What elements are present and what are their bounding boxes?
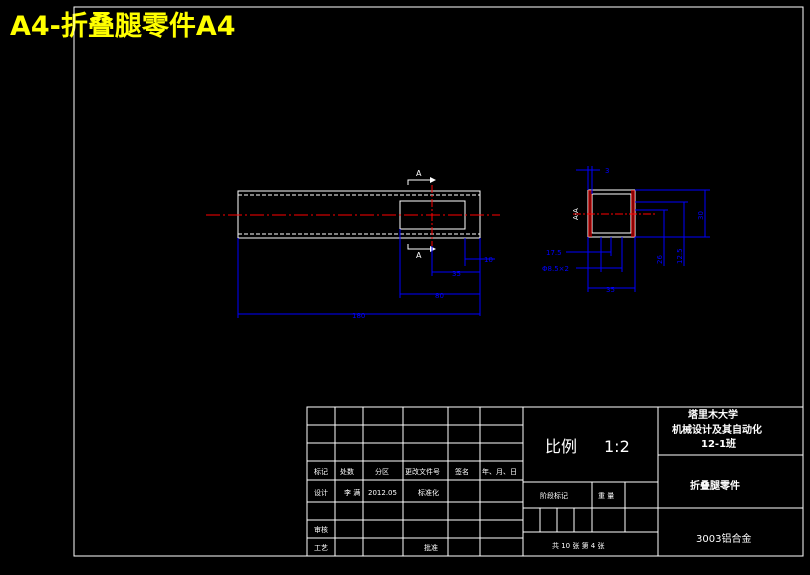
row-label-signature: 签名 bbox=[455, 467, 469, 476]
designer-name: 李 满 bbox=[344, 488, 360, 497]
university-line-3: 12-1班 bbox=[701, 437, 736, 450]
title-block bbox=[306, 406, 804, 557]
university-line-2: 机械设计及其自动化 bbox=[672, 423, 762, 436]
section-mark-top-label: A bbox=[416, 169, 422, 178]
drawing-title-banner: A4-折叠腿零件A4 bbox=[10, 11, 236, 42]
material: 3003铝合金 bbox=[696, 532, 751, 545]
dim-inner-1: 26 bbox=[656, 255, 664, 264]
approval-label: 批准 bbox=[424, 543, 438, 552]
section-mark-bottom-arrow bbox=[430, 246, 436, 252]
scale-label: 比例 bbox=[545, 437, 577, 456]
designer-label: 设计 bbox=[314, 488, 328, 497]
section-mark-bottom-label: A bbox=[416, 251, 422, 260]
dim-inner-2: 12.5 bbox=[676, 248, 684, 264]
review-label: 审核 bbox=[314, 525, 328, 534]
sheets-text: 共 10 张 第 4 张 bbox=[552, 541, 605, 550]
front-view: A A 10 35 80 180 bbox=[206, 169, 500, 320]
section-label: A-A bbox=[572, 208, 580, 220]
section-mark-bottom-line bbox=[407, 244, 430, 250]
dim-offset: 17.5 bbox=[546, 249, 562, 257]
row-label-count: 处数 bbox=[340, 467, 354, 476]
section-view: A-A 3 30 12.5 26 17.5 Φ8.5×2 35 bbox=[542, 166, 710, 294]
section-mark-top-arrow bbox=[430, 177, 436, 183]
dim-slot-to-end: 80 bbox=[435, 292, 444, 300]
process-label: 工艺 bbox=[314, 544, 328, 552]
dim-hole-note: Φ8.5×2 bbox=[542, 265, 569, 273]
row-label-change-doc: 更改文件号 bbox=[405, 467, 440, 476]
part-name: 折叠腿零件 bbox=[690, 479, 740, 492]
design-date: 2012.05 bbox=[368, 489, 397, 497]
row-label-date: 年、月、日 bbox=[482, 467, 517, 476]
section-mark-top-line bbox=[407, 179, 430, 185]
row-label-zone: 分区 bbox=[375, 467, 389, 476]
dim-hole-to-end: 35 bbox=[452, 270, 461, 278]
dim-height: 30 bbox=[697, 211, 705, 220]
dim-width: 35 bbox=[606, 286, 615, 294]
weight-label: 重 量 bbox=[598, 492, 614, 500]
dim-hole-dia: 10 bbox=[484, 256, 493, 264]
row-label-mark: 标记 bbox=[314, 467, 328, 476]
dim-wall: 3 bbox=[605, 167, 609, 175]
scale-value: 1:2 bbox=[604, 437, 630, 456]
standardization-label: 标准化 bbox=[418, 488, 439, 497]
university-line-1: 塔里木大学 bbox=[688, 408, 738, 421]
stage-mark-label: 阶段标记 bbox=[540, 491, 568, 500]
dim-total-length: 180 bbox=[352, 312, 365, 320]
title-block-text: 塔里木大学 机械设计及其自动化 12-1班 比例 1:2 折叠腿零件 3003铝… bbox=[314, 408, 762, 552]
